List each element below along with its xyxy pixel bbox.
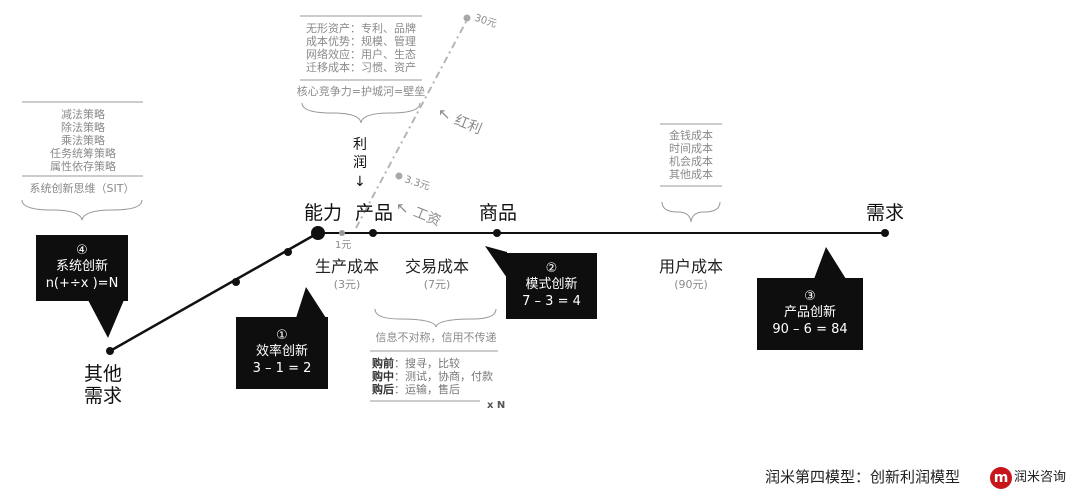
user-cost-other: 其他成本 xyxy=(669,168,713,181)
transaction-stage-list: 购前：搜寻，比较 购中：测试，协商，付款 购后：运输，售后 xyxy=(372,357,493,396)
transaction-stage-during: 购中：测试，协商，付款 xyxy=(372,370,493,383)
product-callout-title: 产品创新 xyxy=(783,305,836,321)
moat-list: 无形资产：专利、品牌 成本优势：规模、管理 网络效应：用户、生态 迁移成本：习惯… xyxy=(300,22,422,74)
goods-label: 商品 xyxy=(479,202,518,224)
efficiency-callout-number: ① xyxy=(276,328,288,343)
dividend-arrow-icon: ↖ xyxy=(438,105,451,123)
efficiency-innovation-callout: ① 效率创新 3 – 1 = 2 xyxy=(236,317,328,389)
user-cost-label: 用户成本 xyxy=(658,257,724,276)
footer-title: 润米第四模型：创新利润模型 xyxy=(765,468,961,486)
moat-caption: 核心竞争力=护城河=壁垒 xyxy=(296,85,426,98)
efficiency-callout-formula: 3 – 1 = 2 xyxy=(252,360,312,376)
production-cost-value: (3元) xyxy=(333,278,361,291)
transaction-box-title: 信息不对称，信用不传递 xyxy=(375,331,497,344)
product-callout-formula: 90 – 6 = 84 xyxy=(772,321,848,337)
one-yuan-tick-dot xyxy=(339,230,345,236)
one-yuan-tick-label: 1元 xyxy=(335,240,352,251)
transaction-cost-value: (7元) xyxy=(423,278,451,291)
strategy-divide: 除法策略 xyxy=(61,121,105,134)
dividend-low-dot xyxy=(395,172,403,180)
user-cost-time: 时间成本 xyxy=(669,142,713,155)
strategy-attribute: 属性依存策略 xyxy=(50,160,116,173)
moat-line-network: 网络效应：用户、生态 xyxy=(306,48,416,61)
capability-label: 能力 xyxy=(304,202,343,224)
system-callout-title: 系统创新 xyxy=(55,259,108,275)
model-callout-formula: 7 – 3 = 4 xyxy=(522,293,581,309)
model-callout-title: 模式创新 xyxy=(525,277,578,293)
diagonal-node-1 xyxy=(284,248,292,256)
brand-name: 润米咨询 xyxy=(1014,470,1067,485)
system-callout-pointer xyxy=(88,300,124,338)
efficiency-diagonal-line xyxy=(109,231,319,353)
diagonal-node-2 xyxy=(232,278,240,286)
user-cost-value: (90元) xyxy=(674,278,708,291)
other-demand-label-line2: 需求 xyxy=(84,385,123,407)
moat-line-switching: 迁移成本：习惯、资产 xyxy=(306,61,416,74)
runmi-logo-icon: m xyxy=(990,467,1012,489)
product-callout-number: ③ xyxy=(804,289,816,304)
other-demand-node xyxy=(106,347,114,355)
moat-line-cost: 成本优势：规模、管理 xyxy=(306,35,416,48)
user-cost-opportunity: 机会成本 xyxy=(669,155,713,168)
strategy-subtract: 减法策略 xyxy=(61,108,105,121)
transaction-cost-label: 交易成本 xyxy=(404,257,470,276)
transaction-brace xyxy=(374,308,497,328)
product-label: 产品 xyxy=(355,202,394,224)
system-callout-formula: n(+÷x )=N xyxy=(45,275,119,291)
dividend-top-dot xyxy=(463,14,471,22)
transaction-multiplier: x N xyxy=(487,400,506,411)
dividend-dashed-axis xyxy=(355,17,469,229)
wage-arrow-icon: ↖ xyxy=(396,199,409,217)
product-callout-pointer xyxy=(814,247,846,279)
goods-node xyxy=(493,229,501,237)
profit-char-1: 利 xyxy=(353,137,367,153)
profit-down-arrow-icon: ↓ xyxy=(354,174,366,190)
profit-char-2: 润 xyxy=(353,155,367,171)
system-callout-number: ④ xyxy=(76,243,88,258)
model-callout-number: ② xyxy=(545,261,558,276)
user-cost-money: 金钱成本 xyxy=(669,129,713,142)
strategy-caption: 系统创新思维（SIT） xyxy=(29,182,135,195)
strategy-task-unify: 任务统筹策略 xyxy=(50,147,116,160)
model-callout-pointer xyxy=(485,246,507,278)
demand-node xyxy=(881,229,889,237)
moat-brace xyxy=(301,102,421,124)
strategy-list: 减法策略 除法策略 乘法策略 任务统筹策略 属性依存策略 xyxy=(22,108,144,173)
system-innovation-callout: ④ 系统创新 n(+÷x )=N xyxy=(36,235,128,301)
strategy-brace xyxy=(21,199,143,221)
demand-label: 需求 xyxy=(866,202,905,224)
transaction-stage-before: 购前：搜寻，比较 xyxy=(372,357,460,370)
product-node xyxy=(369,229,377,237)
transaction-stage-after: 购后：运输，售后 xyxy=(372,383,460,396)
product-innovation-callout: ③ 产品创新 90 – 6 = 84 xyxy=(757,278,863,350)
user-cost-brace xyxy=(661,201,721,223)
efficiency-callout-pointer xyxy=(296,287,326,318)
model-innovation-callout: ② 模式创新 7 – 3 = 4 xyxy=(506,253,597,319)
other-demand-label-line1: 其他 xyxy=(84,363,123,385)
moat-line-intangible: 无形资产：专利、品牌 xyxy=(306,22,416,35)
user-cost-list: 金钱成本 时间成本 机会成本 其他成本 xyxy=(660,129,722,181)
efficiency-callout-title: 效率创新 xyxy=(255,344,308,360)
production-cost-label: 生产成本 xyxy=(314,257,380,276)
capability-node xyxy=(311,226,325,240)
strategy-multiply: 乘法策略 xyxy=(61,134,105,147)
